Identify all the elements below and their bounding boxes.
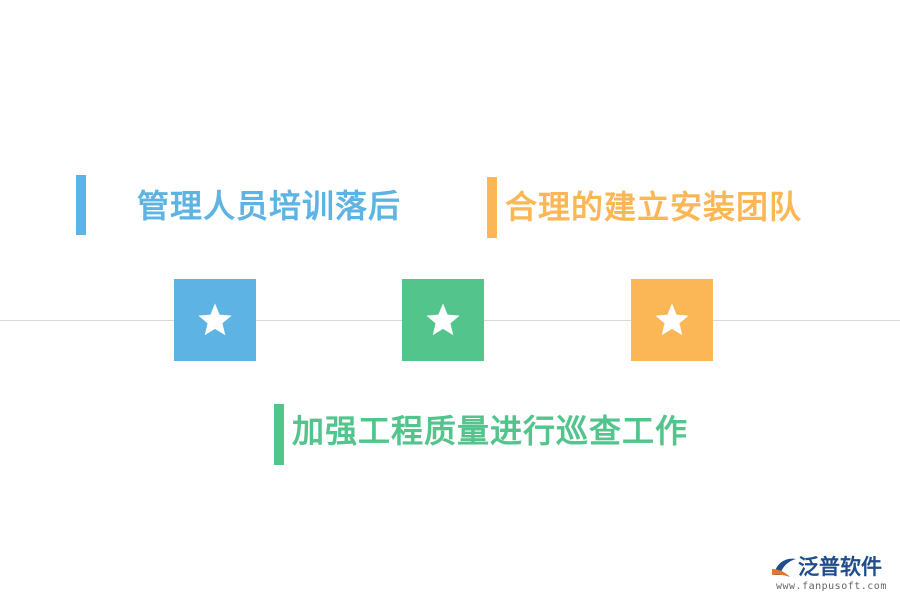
logo-url: www.fanpusoft.com xyxy=(776,581,887,592)
item-1-accent-bar xyxy=(76,175,86,235)
logo-name: 泛普软件 xyxy=(798,555,882,579)
star-box-1 xyxy=(174,279,256,361)
item-2-accent-bar xyxy=(487,177,497,238)
star-icon xyxy=(426,303,460,336)
item-3-accent-bar xyxy=(274,404,284,465)
item-1-label: 管理人员培训落后 xyxy=(137,187,402,225)
star-icon xyxy=(198,303,232,336)
star-icon xyxy=(655,303,689,336)
item-3-label: 加强工程质量进行巡查工作 xyxy=(292,412,689,450)
brand-logo: 泛普软件 www.fanpusoft.com xyxy=(766,553,892,593)
logo-mark-icon xyxy=(772,558,796,577)
item-2-label: 合理的建立安装团队 xyxy=(505,188,803,226)
star-box-2 xyxy=(402,279,484,361)
star-box-3 xyxy=(631,279,713,361)
